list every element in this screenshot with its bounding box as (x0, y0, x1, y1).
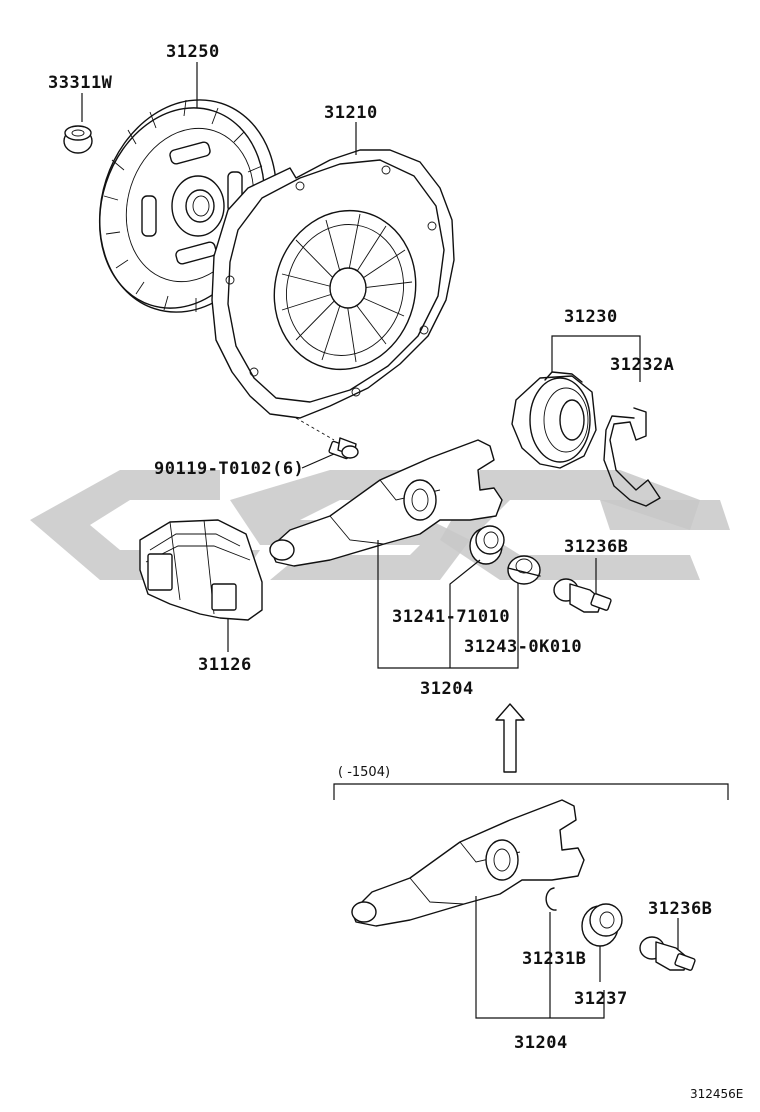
label-31230: 31230 (564, 307, 618, 327)
leader-31204-lower (475, 896, 605, 1019)
label-31250: 31250 (166, 42, 220, 62)
range-bracket (333, 783, 729, 800)
label-31236b-lower: 31236B (648, 899, 712, 919)
label-31237: 31237 (574, 989, 628, 1009)
label-range-note: ( -1504) (338, 765, 390, 780)
bearing-clip-31232a (603, 407, 661, 507)
label-31231b: 31231B (522, 949, 586, 969)
diagram-reference-code: 312456E (690, 1087, 743, 1101)
label-90119: 90119-T0102(6) (154, 459, 304, 479)
pilot-bearing-33311w (63, 125, 93, 154)
label-31232a: 31232A (610, 355, 674, 375)
cover-bolt-90119 (328, 437, 359, 460)
label-31243: 31243-0K010 (464, 637, 582, 657)
fork-pivot-31236b-upper (553, 578, 612, 613)
leader-90119 (301, 453, 335, 469)
label-31204-lower: 31204 (514, 1033, 568, 1053)
release-bearing-31230 (511, 371, 597, 469)
label-31241: 31241-71010 (392, 607, 510, 627)
label-31204-upper: 31204 (420, 679, 474, 699)
fork-pivot-31236b-lower (639, 936, 696, 971)
fork-bushing-31243 (507, 555, 541, 585)
clutch-cover-31210 (211, 149, 455, 419)
label-31236b-upper: 31236B (564, 537, 628, 557)
release-fork-upper-31204 (269, 439, 503, 567)
fork-bushing-31241 (469, 525, 505, 565)
label-31126: 31126 (198, 655, 252, 675)
bolt-dash-line (295, 417, 335, 441)
fork-support-31237 (581, 903, 623, 947)
label-31210: 31210 (324, 103, 378, 123)
boot-31126 (139, 519, 263, 621)
leader-31241 (449, 559, 481, 668)
leader-31204-upper (377, 540, 519, 669)
leader-31230 (551, 335, 641, 382)
snap-ring-31231b (545, 887, 557, 911)
up-arrow (495, 703, 525, 773)
release-fork-lower-31204 (351, 799, 585, 927)
label-33311w: 33311W (48, 73, 113, 93)
